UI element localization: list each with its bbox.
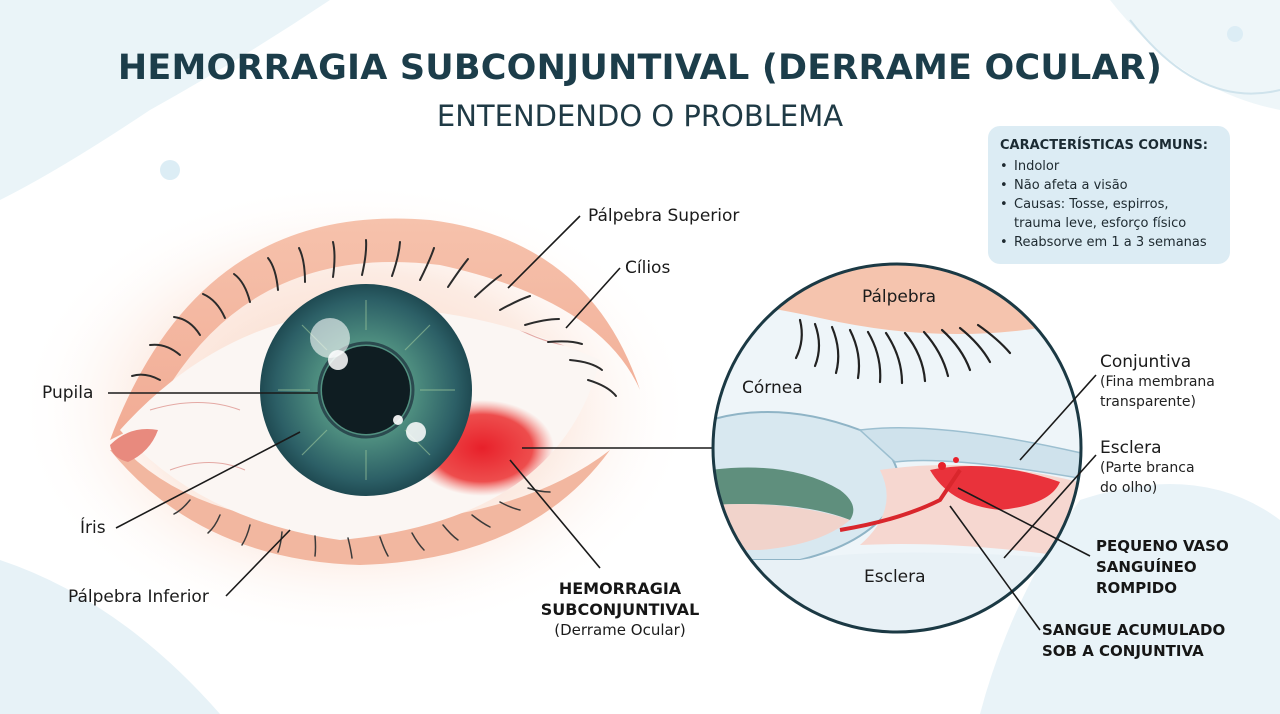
characteristics-list: Indolor Não afeta a visão Causas: Tosse,… [1000, 157, 1218, 252]
label-esclera-inner: Esclera [864, 567, 926, 587]
bg-dot [1227, 26, 1243, 42]
bg-dot [160, 160, 180, 180]
label-conjuntiva: Conjuntiva (Fina membrana transparente) [1100, 352, 1215, 410]
list-item: Indolor [1000, 157, 1218, 176]
label-pupila: Pupila [42, 383, 94, 403]
label-cornea: Córnea [742, 378, 803, 398]
label-palpebra-inferior: Pálpebra Inferior [68, 587, 209, 607]
list-item: Não afeta a visão [1000, 176, 1218, 195]
characteristics-title: CARACTERÍSTICAS COMUNS: [1000, 138, 1208, 153]
label-esclera: Esclera (Parte branca do olho) [1100, 438, 1195, 496]
label-cilios: Cílios [625, 258, 671, 278]
blood-pool [930, 466, 1060, 510]
lower-eyelid [110, 450, 610, 565]
highlight [406, 422, 426, 442]
conjunctiva-layer [858, 427, 1081, 481]
detail-leader-lines [949, 374, 1097, 631]
lower-eyelashes [173, 487, 551, 559]
caruncle [110, 429, 158, 462]
label-iris: Íris [80, 518, 106, 538]
label-sangue-acumulado: SANGUE ACUMULADO SOB A CONJUNTIVA [1042, 621, 1226, 660]
bg-swirl [1129, 19, 1280, 95]
label-vaso-rompido: PEQUENO VASO SANGUÍNEO ROMPIDO [1096, 537, 1229, 597]
list-item: Causas: Tosse, espirros, [1000, 195, 1218, 214]
list-item: Reabsorve em 1 a 3 semanas [1000, 233, 1218, 252]
highlight [310, 318, 350, 358]
bg-blob-bottom-left [0, 560, 220, 714]
characteristics-box: CARACTERÍSTICAS COMUNS: Indolor Não afet… [988, 126, 1230, 264]
detail-circle-border [711, 262, 1083, 634]
bg-blob-top-left [0, 0, 330, 200]
page-subtitle: ENTENDENDO O PROBLEMA [436, 99, 844, 133]
label-palpebra-superior: Pálpebra Superior [588, 206, 740, 226]
highlight [393, 415, 403, 425]
page-title: HEMORRAGIA SUBCONJUNTIVAL (DERRAME OCULA… [117, 48, 1163, 88]
label-hemorragia: HEMORRAGIA SUBCONJUNTIVAL (Derrame Ocula… [540, 579, 700, 639]
upper-eyelid [110, 218, 640, 440]
list-item: trauma leve, esforço físico [1014, 216, 1187, 231]
label-palpebra-detail: Pálpebra [862, 287, 937, 307]
highlight [328, 350, 348, 370]
pupil-ring [317, 341, 415, 439]
upper-eyelashes [131, 239, 617, 397]
leader-lines [108, 215, 712, 597]
